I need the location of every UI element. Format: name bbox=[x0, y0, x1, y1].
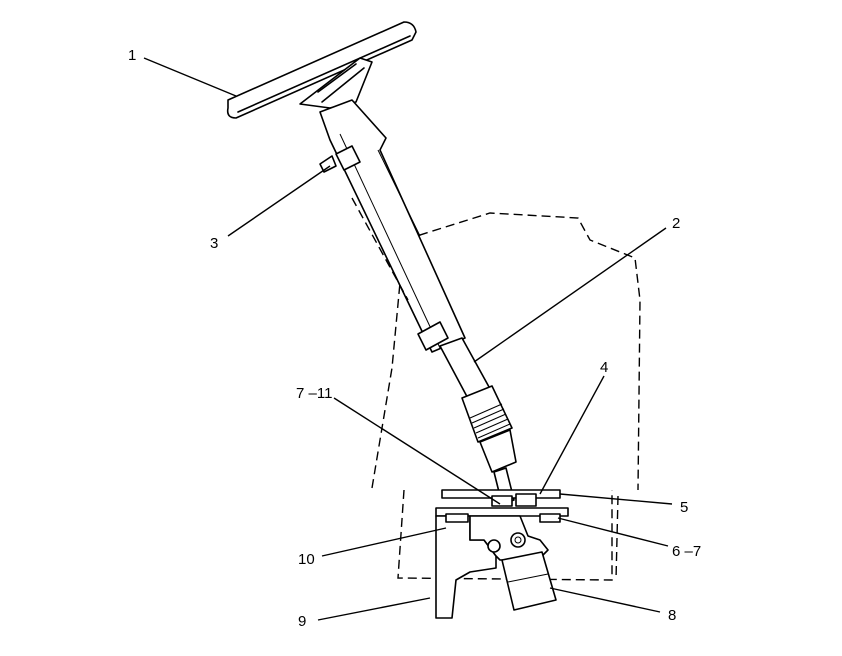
callout-7-11: 7 –11 bbox=[296, 385, 332, 402]
callout-5: 5 bbox=[680, 499, 688, 516]
callout-2: 2 bbox=[672, 215, 680, 232]
dash-panel-outline bbox=[371, 212, 641, 581]
steering-wheel bbox=[226, 21, 417, 119]
leader-lines bbox=[143, 57, 673, 621]
bellows-ribs bbox=[469, 403, 511, 439]
steering-column bbox=[319, 99, 517, 505]
callout-8: 8 bbox=[668, 607, 676, 624]
callout-6-7: 6 –7 bbox=[672, 543, 701, 560]
callout-10: 10 bbox=[298, 551, 315, 568]
mounting-plate bbox=[435, 489, 569, 619]
callout-9: 9 bbox=[298, 613, 306, 630]
callout-3: 3 bbox=[210, 235, 218, 252]
callout-labels: 1 2 3 4 5 6 –7 7 –11 8 9 10 bbox=[128, 47, 701, 630]
callout-1: 1 bbox=[128, 47, 136, 64]
callout-4: 4 bbox=[600, 359, 608, 376]
